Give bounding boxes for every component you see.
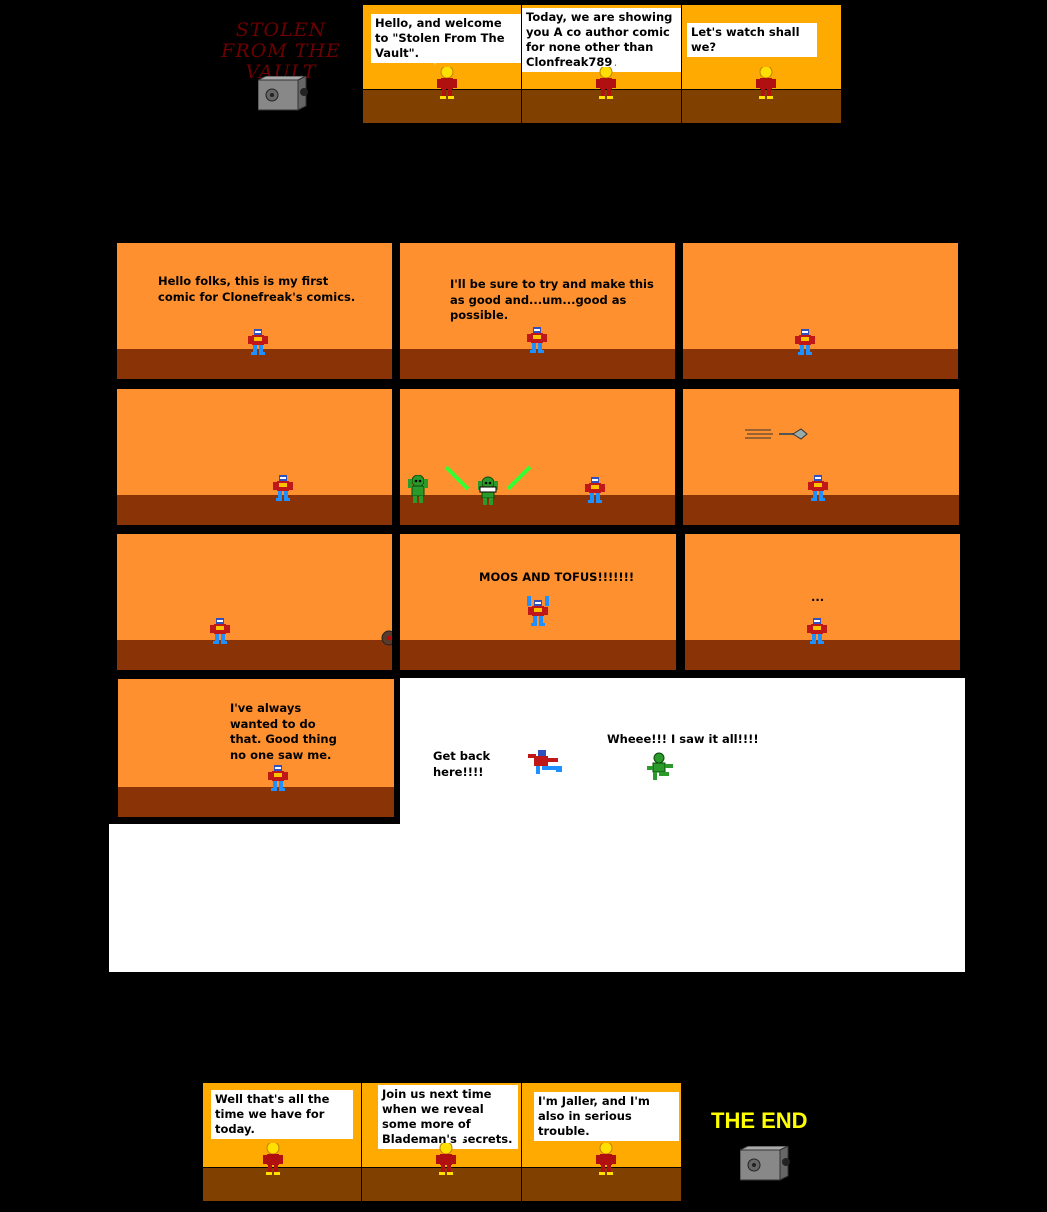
chase-shout-text: Get back here!!!!	[433, 749, 491, 779]
robot-character-icon	[273, 475, 293, 501]
dialogue-text: MOOS AND TOFUS!!!!!!!	[479, 570, 635, 584]
robot-character-icon	[807, 618, 827, 644]
robot-character-icon	[795, 329, 815, 355]
robot-character-icon	[585, 477, 605, 503]
dialogue-text: Hello folks, this is my first comic for …	[158, 274, 356, 304]
dialogue-text: ...	[811, 590, 825, 604]
robot-character-icon	[808, 475, 828, 501]
comic-panel-9: ...	[684, 533, 961, 671]
running-robot-icon	[528, 750, 562, 774]
dialogue-text: I'll be sure to try and make this as goo…	[450, 277, 654, 322]
comic-panel-4	[116, 388, 393, 526]
speech-bubble: Hello, and welcome to "Stolen From The V…	[371, 14, 521, 63]
comic-panel-10: I've always wanted to do that. Good thin…	[117, 678, 395, 818]
comic-panel-2: I'll be sure to try and make this as goo…	[399, 242, 676, 380]
running-green-creature-icon	[647, 752, 673, 780]
chase-shout-text: Wheee!!! I saw it all!!!!	[607, 732, 759, 746]
robot-character-icon	[527, 327, 547, 353]
speech-bubble: Well that's all the time we have for tod…	[211, 1090, 353, 1139]
comic-panel-7	[116, 533, 393, 671]
outro-panel-3: I'm Jaller, and I'm also in serious trou…	[521, 1082, 682, 1202]
vault-safe-icon	[740, 1146, 790, 1181]
speech-bubble: Join us next time when we reveal some mo…	[378, 1085, 518, 1149]
thrown-disk-icon	[745, 428, 808, 440]
robot-character-icon	[210, 618, 230, 644]
robot-character-icon	[268, 765, 288, 791]
comic-panel-8: MOOS AND TOFUS!!!!!!!	[399, 533, 677, 671]
comic-panel-1: Hello folks, this is my first comic for …	[116, 242, 393, 380]
intro-panel-2: Today, we are showing you A co author co…	[521, 4, 682, 124]
jaller-character-icon	[595, 67, 617, 100]
comic-panel-6	[682, 388, 960, 526]
speech-bubble: Let's watch shall we?	[687, 23, 817, 57]
vault-safe-icon	[258, 76, 308, 111]
the-end-title: THE END	[711, 1108, 808, 1133]
jaller-character-icon	[436, 67, 458, 100]
green-creature-icon	[408, 475, 429, 504]
intro-panel-3: Let's watch shall we?	[681, 4, 842, 124]
comic-panel-5	[399, 388, 676, 526]
jaller-character-icon	[755, 67, 777, 100]
rolling-object-icon	[381, 630, 392, 646]
jaller-character-icon	[435, 1143, 457, 1176]
intro-panel-1: Hello, and welcome to "Stolen From The V…	[362, 4, 522, 124]
logo-title: STOLEN FROM THE VAULT	[221, 19, 341, 83]
jaller-character-icon	[262, 1143, 284, 1176]
robot-character-icon	[527, 596, 549, 626]
lightsaber-icon	[444, 465, 532, 506]
outro-panel-1: Well that's all the time we have for tod…	[202, 1082, 362, 1202]
dialogue-text: I've always wanted to do that. Good thin…	[230, 701, 337, 762]
robot-character-icon	[248, 329, 268, 355]
jaller-character-icon	[595, 1143, 617, 1176]
comic-panel-3	[682, 242, 959, 380]
speech-bubble: Today, we are showing you A co author co…	[522, 8, 681, 72]
outro-panel-2: Join us next time when we reveal some mo…	[361, 1082, 522, 1202]
